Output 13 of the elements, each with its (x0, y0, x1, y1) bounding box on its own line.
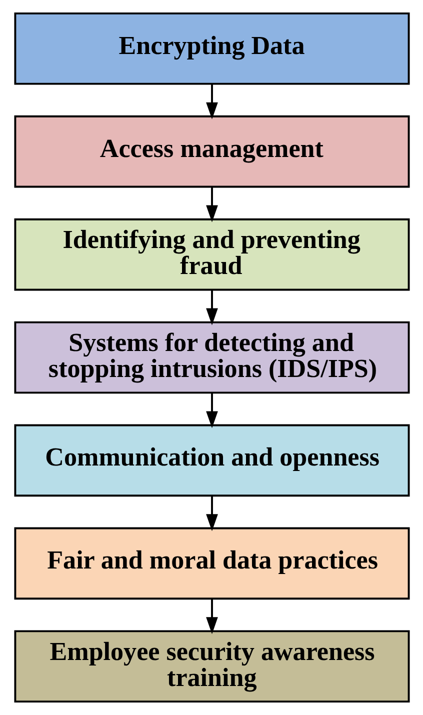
node-box: Employee security awareness training (14, 630, 410, 703)
arrow (206, 392, 218, 428)
arrow (206, 186, 218, 222)
node-box: Fair and moral data practices (14, 527, 410, 600)
node-box: Encrypting Data (14, 12, 410, 85)
arrow (206, 598, 218, 634)
arrow (206, 84, 218, 120)
node-box: Systems for detecting and stopping intrusions (IDS/IPS) (14, 321, 410, 394)
node-box: Access management (14, 115, 410, 188)
arrow (206, 290, 218, 326)
node-box: Communication and openness (14, 424, 410, 497)
arrow (206, 496, 218, 532)
node-box: Identifying and preventing fraud (14, 218, 410, 291)
